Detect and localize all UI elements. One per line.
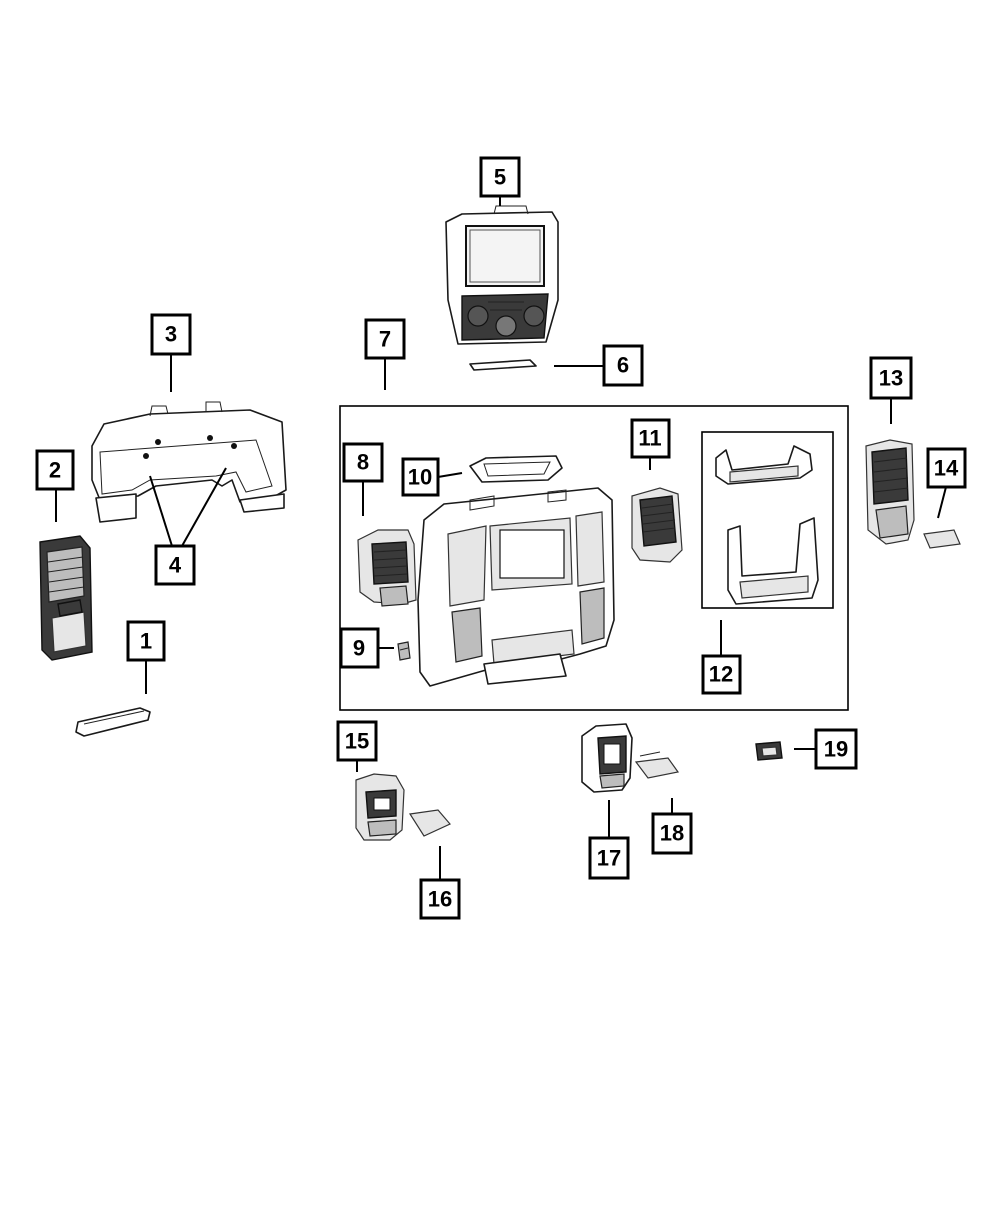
callout-17-text: 17 — [597, 846, 621, 871]
callout-16-text: 16 — [428, 887, 452, 912]
callout-9[interactable]: 9 — [339, 627, 380, 669]
callout-2[interactable]: 2 — [35, 449, 75, 491]
leader-10 — [437, 472, 463, 478]
part-8-vent — [357, 529, 417, 607]
callout-2-text: 2 — [49, 458, 61, 483]
part-17-vent — [581, 723, 633, 793]
part-19-switch — [755, 741, 783, 761]
callout-1-text: 1 — [140, 629, 152, 654]
part-3-cluster-bezel — [91, 401, 287, 523]
callout-1[interactable]: 1 — [126, 620, 166, 662]
leader-4a — [149, 475, 173, 547]
callout-4-text: 4 — [169, 553, 182, 578]
part-7-center-bezel — [417, 487, 615, 687]
leader-4b — [181, 467, 227, 547]
part-5-radio-unit — [445, 205, 559, 345]
callout-9-text: 9 — [353, 636, 365, 661]
callout-5-text: 5 — [494, 165, 506, 190]
part-11-vent — [631, 487, 683, 563]
callout-14[interactable]: 14 — [926, 447, 967, 489]
callout-3[interactable]: 3 — [150, 313, 192, 356]
callout-6[interactable]: 6 — [602, 344, 644, 387]
part-2-vent — [39, 535, 93, 661]
part-15-vent — [355, 773, 405, 841]
group-frame-12 — [701, 431, 834, 609]
callout-19[interactable]: 19 — [814, 728, 858, 770]
callout-7-text: 7 — [379, 327, 391, 352]
part-12-trim-set — [715, 445, 819, 605]
callout-14-text: 14 — [934, 456, 959, 481]
callout-18-text: 18 — [660, 821, 684, 846]
group-frame-7 — [339, 405, 849, 711]
callout-10-text: 10 — [408, 465, 432, 490]
callout-15[interactable]: 15 — [336, 720, 378, 762]
callout-3-text: 3 — [165, 322, 177, 347]
callout-17[interactable]: 17 — [588, 836, 630, 880]
callout-11[interactable]: 11 — [630, 418, 671, 459]
callout-8-text: 8 — [357, 450, 369, 475]
part-10-top-bezel — [469, 455, 563, 483]
callout-6-text: 6 — [617, 353, 629, 378]
callout-4[interactable]: 4 — [154, 544, 196, 586]
callout-13[interactable]: 13 — [869, 356, 913, 400]
callout-18[interactable]: 18 — [651, 812, 693, 855]
part-9-clip — [397, 641, 411, 661]
callout-16[interactable]: 16 — [419, 878, 461, 920]
leader-14 — [937, 486, 947, 519]
callout-10[interactable]: 10 — [401, 457, 440, 497]
callout-11-text: 11 — [638, 426, 661, 451]
part-1-cover — [75, 707, 151, 737]
callout-12[interactable]: 12 — [701, 654, 742, 695]
callout-15-text: 15 — [345, 729, 369, 754]
callout-19-text: 19 — [824, 737, 848, 762]
callout-12-text: 12 — [709, 662, 733, 687]
callout-8[interactable]: 8 — [342, 442, 384, 483]
callout-13-text: 13 — [879, 366, 903, 391]
callout-5[interactable]: 5 — [479, 156, 521, 198]
part-14-insert — [923, 529, 961, 549]
part-16-insert — [408, 809, 451, 837]
part-6-strip — [469, 359, 537, 371]
callout-7[interactable]: 7 — [364, 318, 406, 360]
part-18-insert — [634, 751, 680, 779]
part-13-vent — [865, 439, 915, 545]
